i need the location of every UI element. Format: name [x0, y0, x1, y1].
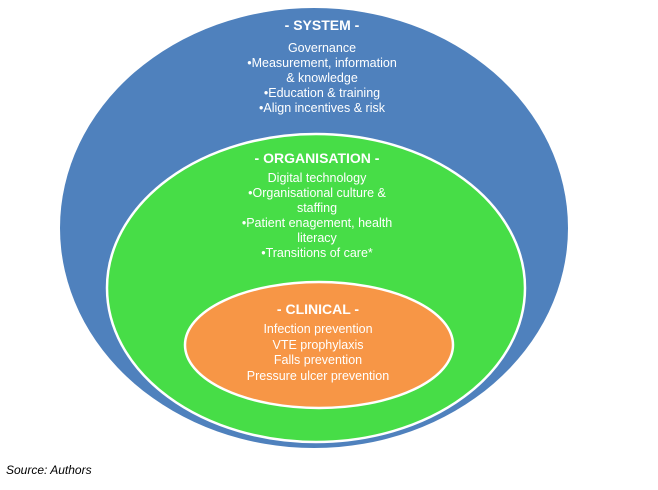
- source-caption: Source: Authors: [6, 463, 92, 477]
- clinical-item: VTE prophylaxis: [272, 338, 363, 352]
- clinical-heading: - CLINICAL -: [277, 301, 360, 317]
- organisation-item: •Patient enagement, health: [242, 216, 392, 230]
- clinical-ellipse: [183, 280, 455, 410]
- system-item: •Measurement, information: [247, 56, 397, 70]
- system-heading: - SYSTEM -: [285, 17, 360, 33]
- organisation-item: literacy: [297, 231, 337, 245]
- nested-ellipse-diagram: - SYSTEM - Governance •Measurement, info…: [60, 8, 568, 448]
- organisation-heading: - ORGANISATION -: [255, 150, 380, 166]
- organisation-item: Digital technology: [268, 171, 367, 185]
- system-item: Governance: [288, 41, 356, 55]
- organisation-item: •Transitions of care*: [261, 246, 373, 260]
- clinical-item: Infection prevention: [263, 322, 372, 336]
- clinical-item: Falls prevention: [274, 353, 362, 367]
- clinical-item: Pressure ulcer prevention: [247, 369, 389, 383]
- organisation-item: staffing: [297, 201, 337, 215]
- system-item: •Align incentives & risk: [259, 101, 386, 115]
- organisation-item: •Organisational culture &: [248, 186, 386, 200]
- system-item: & knowledge: [286, 71, 358, 85]
- clinical-label-group: - CLINICAL - Infection prevention VTE pr…: [247, 301, 389, 383]
- system-label-group: - SYSTEM - Governance •Measurement, info…: [247, 17, 397, 115]
- system-item: •Education & training: [264, 86, 380, 100]
- organisation-label-group: - ORGANISATION - Digital technology •Org…: [242, 150, 392, 260]
